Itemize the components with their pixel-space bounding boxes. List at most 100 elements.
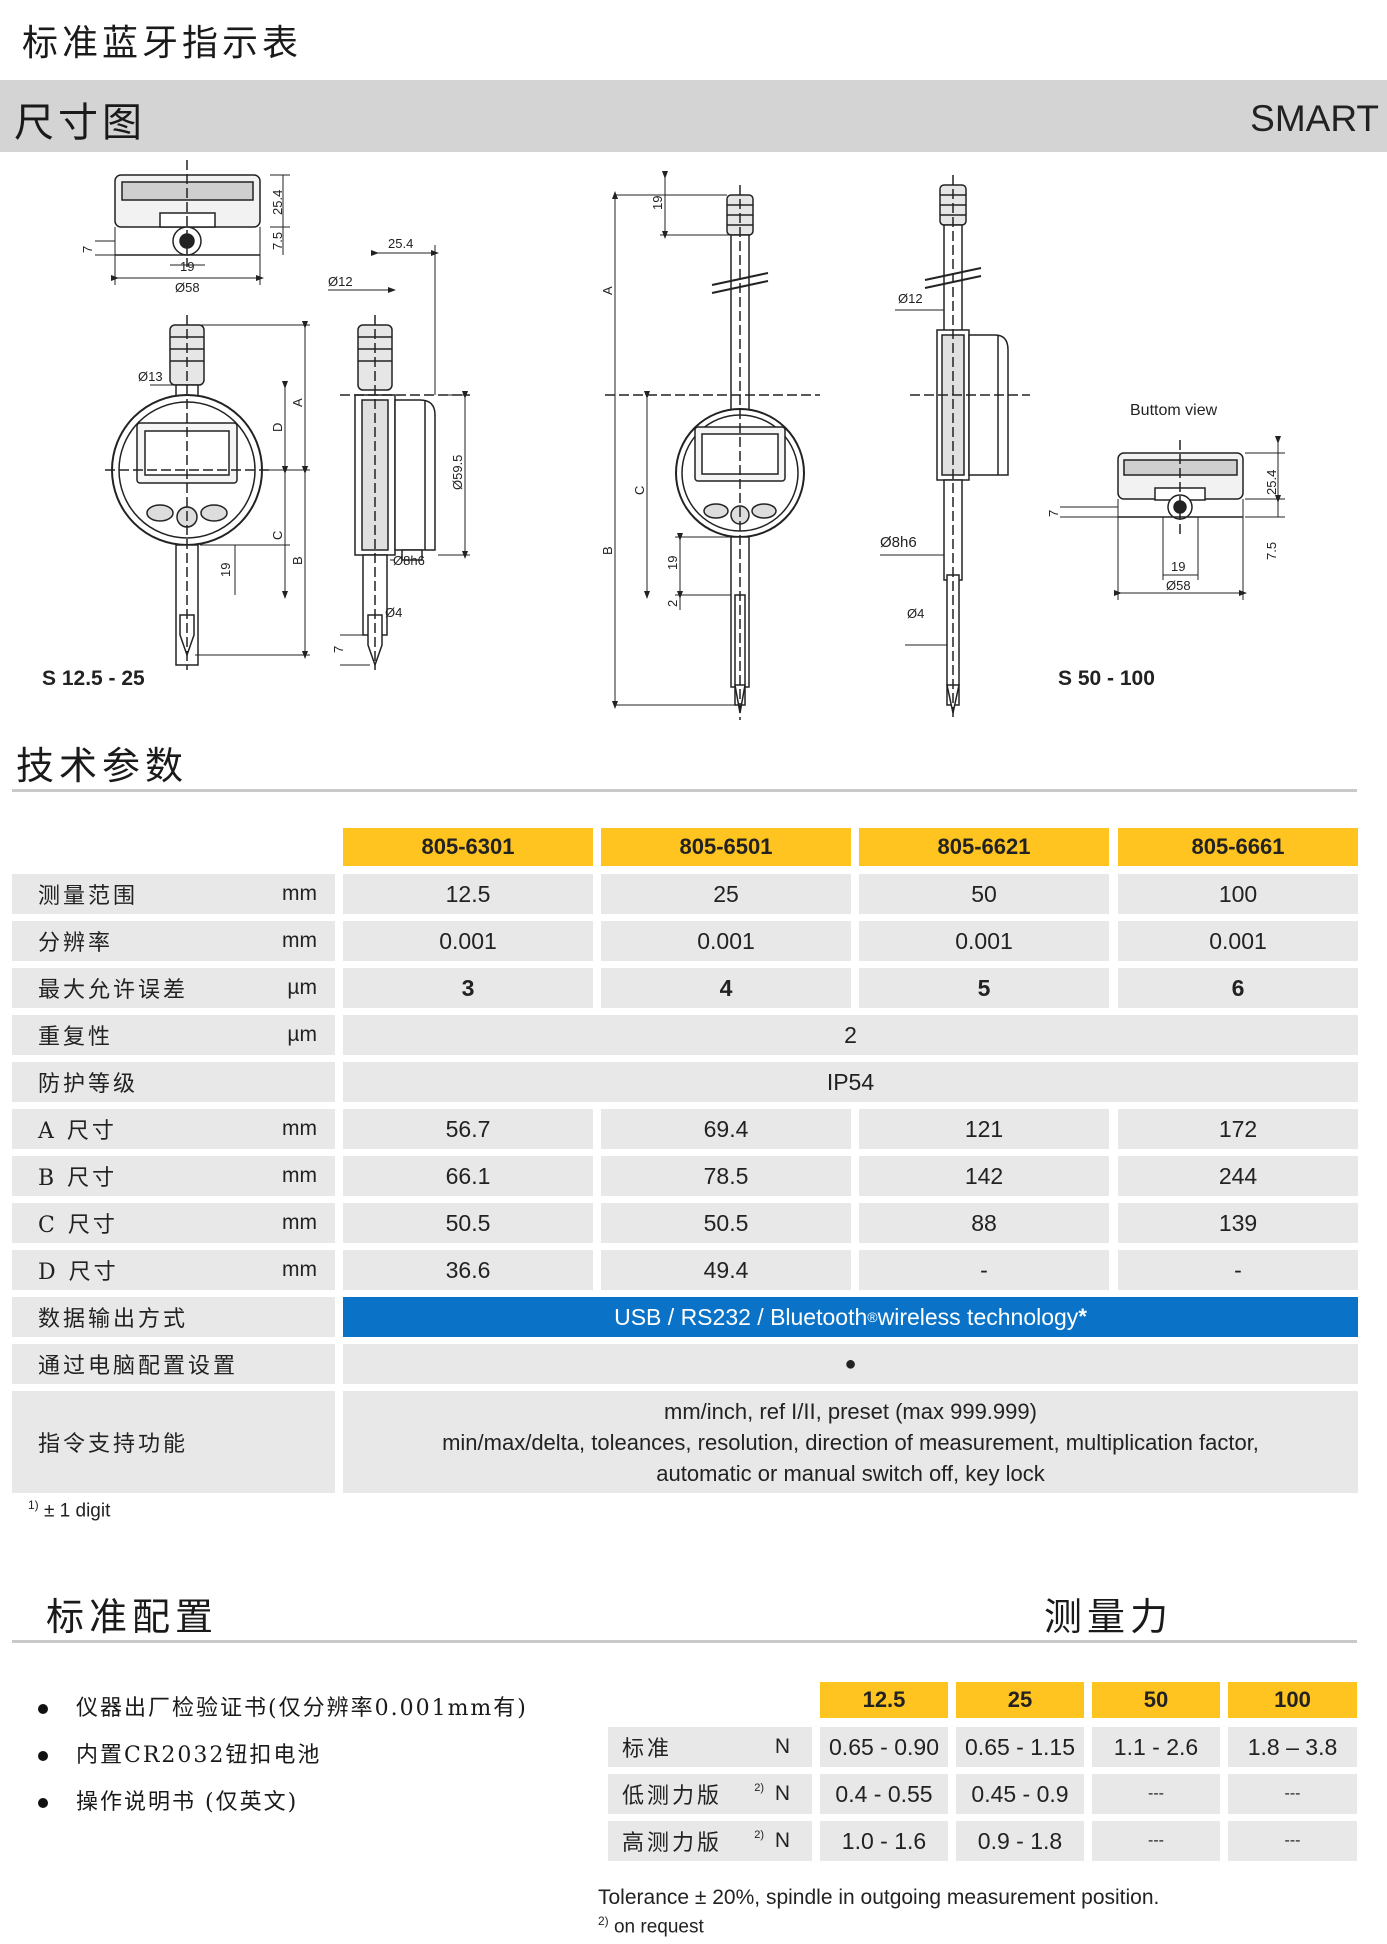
spec-cell: 0.001 xyxy=(601,921,851,961)
left-top-view xyxy=(95,160,290,285)
function-label: 指令支持功能 xyxy=(12,1391,335,1493)
spec-cell: 244 xyxy=(1118,1156,1358,1196)
specs-divider xyxy=(12,789,1357,792)
force-cell: 1.0 - 1.6 xyxy=(820,1821,948,1861)
model-header: 805-6501 xyxy=(601,828,851,866)
left-side-d12: Ø12 xyxy=(328,274,353,289)
spec-cell: 100 xyxy=(1118,874,1358,914)
standard-item: 操作说明书 (仅英文) xyxy=(38,1784,298,1816)
force-cell: 0.45 - 0.9 xyxy=(956,1774,1084,1814)
spec-row-label: 防护等级 xyxy=(12,1062,335,1102)
force-tolerance-note: Tolerance ± 20%, spindle in outgoing mea… xyxy=(598,1886,1160,1909)
force-cell: --- xyxy=(1228,1774,1357,1814)
spec-cell: 36.6 xyxy=(343,1250,593,1290)
spec-cell: 12.5 xyxy=(343,874,593,914)
left-front-B: B xyxy=(290,556,305,565)
left-front-d13: Ø13 xyxy=(138,369,163,384)
left-front-d19: 19 xyxy=(218,563,233,577)
spec-cell: 50.5 xyxy=(601,1203,851,1243)
spec-cell: 49.4 xyxy=(601,1250,851,1290)
output-star: * xyxy=(1078,1304,1087,1329)
left-top-d7: 7 xyxy=(80,246,95,253)
bottom-d19: 19 xyxy=(1171,559,1185,574)
right-front-d19: 19 xyxy=(665,556,680,570)
force-cell: --- xyxy=(1228,1821,1357,1861)
left-top-d19: 19 xyxy=(180,259,194,274)
left-side-view xyxy=(328,245,470,670)
bottom-d25-4: 25.4 xyxy=(1264,470,1279,495)
right-side-view xyxy=(880,175,1030,720)
model-header: 805-6621 xyxy=(859,828,1109,866)
standard-section-title: 标准配置 xyxy=(46,1595,219,1639)
spec-cell: 6 xyxy=(1118,968,1358,1008)
bottom-d58: Ø58 xyxy=(1166,578,1191,593)
force-cell: 0.4 - 0.55 xyxy=(820,1774,948,1814)
right-side-d4: Ø4 xyxy=(907,606,924,621)
registered-mark: ® xyxy=(867,1309,878,1325)
bottom-view xyxy=(1060,436,1285,600)
force-header: 25 xyxy=(956,1682,1084,1718)
brand-label: SMART xyxy=(1250,98,1379,139)
dimension-section-title: 尺寸图 xyxy=(14,100,146,146)
spec-span-cell: 2 xyxy=(343,1015,1358,1055)
spec-cell: 66.1 xyxy=(343,1156,593,1196)
spec-cell: 3 xyxy=(343,968,593,1008)
pc-config-value: ● xyxy=(343,1344,1358,1384)
output-text: USB / RS232 / Bluetooth xyxy=(614,1303,868,1330)
left-side-d59-5: Ø59.5 xyxy=(450,455,465,490)
spec-cell: 25 xyxy=(601,874,851,914)
left-front-D: D xyxy=(270,423,285,432)
force-cell: 1.8 – 3.8 xyxy=(1228,1727,1357,1767)
document-title: 标准蓝牙指示表 xyxy=(22,23,303,64)
bottom-d7: 7 xyxy=(1046,510,1061,517)
bottom-d7-5: 7.5 xyxy=(1264,542,1279,560)
bullet-icon xyxy=(38,1798,48,1808)
left-side-d25-4: 25.4 xyxy=(388,236,413,251)
bullet-icon xyxy=(38,1751,48,1761)
right-side-d12: Ø12 xyxy=(898,291,923,306)
bullet-icon xyxy=(38,1704,48,1714)
force-cell: 1.1 - 2.6 xyxy=(1092,1727,1220,1767)
spec-cell: 0.001 xyxy=(859,921,1109,961)
left-front-C: C xyxy=(270,531,285,540)
bottom-divider xyxy=(12,1640,1357,1643)
right-front-d2: 2 xyxy=(665,600,680,607)
spec-cell: 50 xyxy=(859,874,1109,914)
spec-cell: 69.4 xyxy=(601,1109,851,1149)
spec-footnote: 1) ± 1 digit xyxy=(28,1498,111,1522)
spec-cell: - xyxy=(1118,1250,1358,1290)
function-value: mm/inch, ref I/II, preset (max 999.999) … xyxy=(343,1391,1358,1493)
dimension-drawing: 19 Ø58 7 25.4 7.5 Ø13 A D C B 19 25.4 Ø1… xyxy=(42,160,1285,720)
function-line: mm/inch, ref I/II, preset (max 999.999) xyxy=(664,1398,1037,1424)
right-front-view xyxy=(605,171,820,720)
function-line: automatic or manual switch off, key lock xyxy=(656,1460,1045,1486)
spec-cell: - xyxy=(859,1250,1109,1290)
output-label: 数据输出方式 xyxy=(12,1297,335,1337)
spec-cell: 50.5 xyxy=(343,1203,593,1243)
spec-cell: 172 xyxy=(1118,1109,1358,1149)
force-cell: 0.9 - 1.8 xyxy=(956,1821,1084,1861)
bottom-view-label: Buttom view xyxy=(1130,402,1218,419)
spec-cell: 78.5 xyxy=(601,1156,851,1196)
spec-cell: 56.7 xyxy=(343,1109,593,1149)
spec-span-cell: IP54 xyxy=(343,1062,1358,1102)
right-front-B: B xyxy=(600,546,615,555)
force-section-title: 测量力 xyxy=(1044,1595,1174,1639)
pc-config-label: 通过电脑配置设置 xyxy=(12,1344,335,1384)
left-side-d4: Ø4 xyxy=(385,605,402,620)
section-header-bar xyxy=(0,80,1387,152)
left-front-A: A xyxy=(290,398,305,407)
right-front-C: C xyxy=(632,486,647,495)
spec-cell: 5 xyxy=(859,968,1109,1008)
spec-cell: 121 xyxy=(859,1109,1109,1149)
left-side-d8h6: Ø8h6 xyxy=(393,553,425,568)
spec-cell: 4 xyxy=(601,968,851,1008)
